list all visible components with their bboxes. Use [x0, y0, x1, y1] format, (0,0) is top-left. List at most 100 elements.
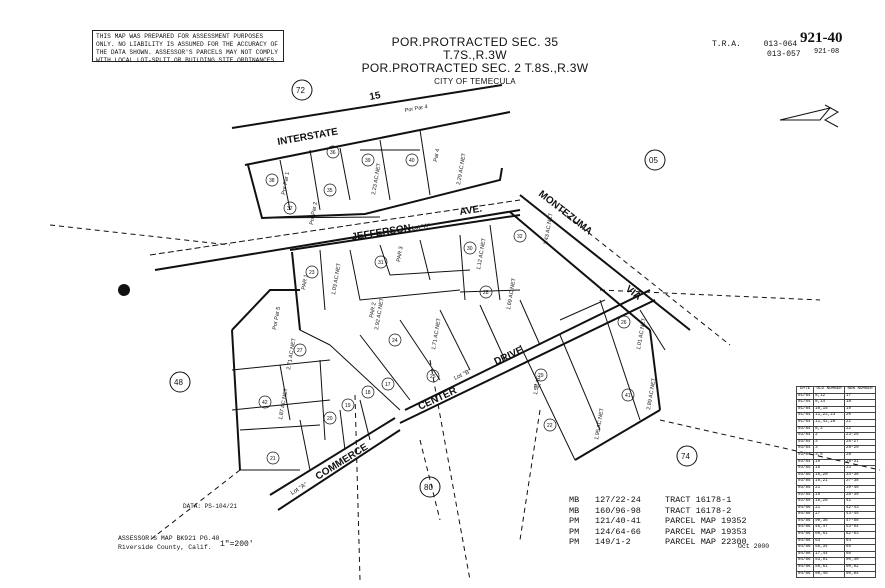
lot-b-center: Lot "B" [453, 369, 472, 382]
parcel-35: 35 [327, 188, 333, 194]
adjacent-page-48: 48 [174, 378, 183, 387]
lot-a-jefferson: Lot "A" [411, 223, 430, 232]
acreage-label: 1.69 AC.NET [506, 277, 518, 310]
parcel-24: 24 [392, 338, 398, 344]
par-label: PAR 1 [301, 274, 310, 290]
parcel-18: 18 [365, 390, 371, 396]
parcel-42: 42 [262, 400, 268, 406]
parcel-17: 17 [385, 382, 391, 388]
parcel-23: 23 [309, 270, 315, 276]
parcel-20: 20 [327, 416, 333, 422]
county-name: Riverside County, Calif. [118, 543, 212, 551]
title-line-1: POR.PROTRACTED SEC. 35 T.7S.,R.3W [391, 35, 559, 62]
parcel-36: 36 [330, 150, 336, 156]
par-label: Por Par 5 [272, 306, 282, 330]
adjacent-page-72: 72 [296, 86, 305, 95]
acreage-label: 1.01 AC.NET [636, 317, 648, 350]
title-line-2: POR.PROTRACTED SEC. 2 T.8S.,R.3W [361, 61, 589, 75]
parcel-26: 26 [621, 320, 627, 326]
tra-block: T.R.A. 013-064 013-057 [712, 40, 801, 60]
book-page-sub: 921-08 [814, 48, 840, 56]
par-label: Par 4 [433, 148, 441, 162]
book-page-number: 921-40 [800, 30, 843, 46]
map-title: POR.PROTRACTED SEC. 35 T.7S.,R.3W POR.PR… [360, 36, 590, 88]
tra-label: T.R.A. [712, 40, 741, 49]
street-interstate: INTERSTATE [277, 126, 340, 148]
adjacent-page-80: 80 [424, 483, 433, 492]
parcel-25: 25 [430, 374, 436, 380]
street-jefferson: JEFFERSON [351, 223, 412, 243]
map-scale: 1"=200' [220, 540, 254, 549]
acreage-label: 2.23 AC.NET [371, 162, 383, 195]
parcel-41: 41 [625, 393, 631, 399]
acreage-label: 2.71 AC.NET [286, 337, 298, 370]
par-label: Por Par 2 [309, 201, 319, 225]
assessor-map-ref: ASSESSOR'S MAP BK921 PG.40 [118, 535, 220, 542]
acreage-label: 2.92 AC.NET [374, 297, 386, 330]
parcel-21: 21 [270, 456, 276, 462]
parcel-30: 30 [467, 246, 473, 252]
parcel-31: 31 [378, 260, 384, 266]
adjacent-page-74: 74 [681, 452, 690, 461]
parcel-22: 22 [547, 423, 553, 429]
tra-code: 013-057 [767, 50, 801, 59]
street-interstate-number: 15 [369, 90, 382, 103]
parcel-39: 39 [365, 158, 371, 164]
parcel-29: 29 [538, 373, 544, 379]
acreage-label: 1.87 AC.NET [278, 387, 290, 420]
lot-a-commerce: Lot "A" [290, 482, 309, 497]
par-label: Por Par 4 [404, 104, 428, 114]
parcel-38: 38 [269, 178, 275, 184]
parcel-40: 40 [409, 158, 415, 164]
acreage-label: 2.89 AC.NET [646, 377, 658, 410]
city-name: CITY OF TEMECULA [434, 77, 516, 86]
parcel-27: 27 [297, 348, 303, 354]
acreage-label: 2.29 AC.NET [456, 152, 468, 185]
par-label: PAR 2 [369, 302, 378, 318]
acreage-label: 1.03 AC.NET [331, 262, 343, 295]
assessor-footer: ASSESSOR'S MAP BK921 PG.40 Riverside Cou… [118, 535, 219, 552]
par-label: PAR 3 [396, 246, 405, 262]
par-label: Por Par 1 [281, 171, 291, 195]
parcel-19: 19 [345, 403, 351, 409]
parcel-28: 28 [483, 290, 489, 296]
ex-label: EX [534, 384, 542, 390]
acreage-label: 1.71 AC.NET [431, 317, 443, 350]
street-ave: AVE. [459, 204, 483, 218]
tra-code: 013-064 [763, 40, 798, 49]
adjacent-page-05: 05 [649, 156, 658, 165]
